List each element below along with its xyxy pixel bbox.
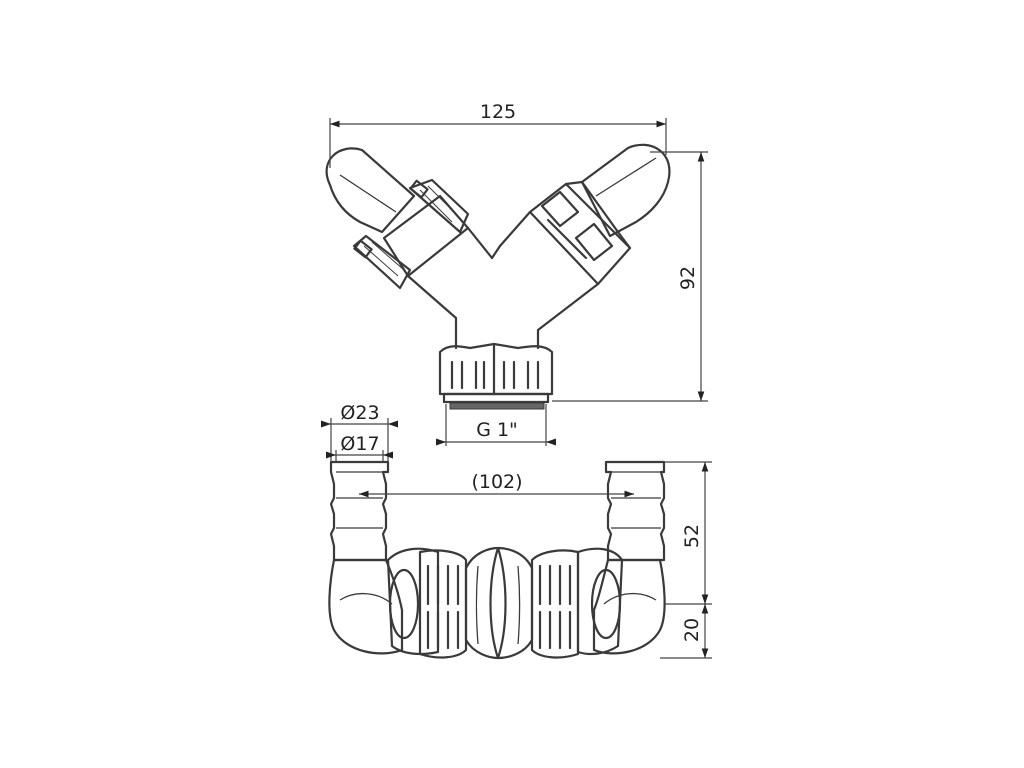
- dimension-width-125: 125: [329, 101, 667, 168]
- left-branch: [406, 226, 494, 350]
- right-nozzle: [604, 460, 666, 562]
- center-hub: [464, 546, 534, 660]
- dimension-label-height-upper: 52: [681, 524, 703, 548]
- left-knurled-nut: [418, 549, 468, 659]
- left-nozzle: [329, 460, 390, 562]
- dimension-label-inner-diameter: Ø17: [340, 433, 379, 455]
- dimension-inner-diameter: Ø17: [326, 433, 393, 462]
- right-arm-body: [580, 143, 671, 238]
- dimension-height-52: 52: [664, 461, 712, 605]
- left-elbow: [328, 558, 404, 655]
- right-coupling: [528, 180, 632, 286]
- left-ring: [386, 547, 440, 656]
- left-arm-body: [325, 147, 416, 234]
- base-nut: [438, 342, 554, 410]
- y-connector-top-view: [325, 143, 671, 410]
- right-ring: [576, 547, 624, 656]
- dimension-spacing: (102): [359, 471, 634, 498]
- dimension-label-height-lower: 20: [681, 618, 703, 642]
- right-elbow: [592, 558, 666, 655]
- dimension-thread: G 1": [436, 404, 556, 446]
- right-branch: [498, 210, 600, 350]
- dimension-label-spacing: (102): [471, 471, 522, 493]
- dimension-height-20: 20: [660, 604, 712, 659]
- right-knurled-nut: [530, 549, 580, 659]
- dimension-label-outer-diameter: Ø23: [340, 402, 379, 424]
- dimension-label-thread: G 1": [476, 419, 518, 441]
- dimension-label-height: 92: [677, 266, 699, 290]
- junction: [490, 244, 502, 260]
- double-elbow-bottom-view: [328, 460, 666, 660]
- dimension-height-92: 92: [552, 151, 708, 402]
- dimension-label-width: 125: [480, 101, 516, 123]
